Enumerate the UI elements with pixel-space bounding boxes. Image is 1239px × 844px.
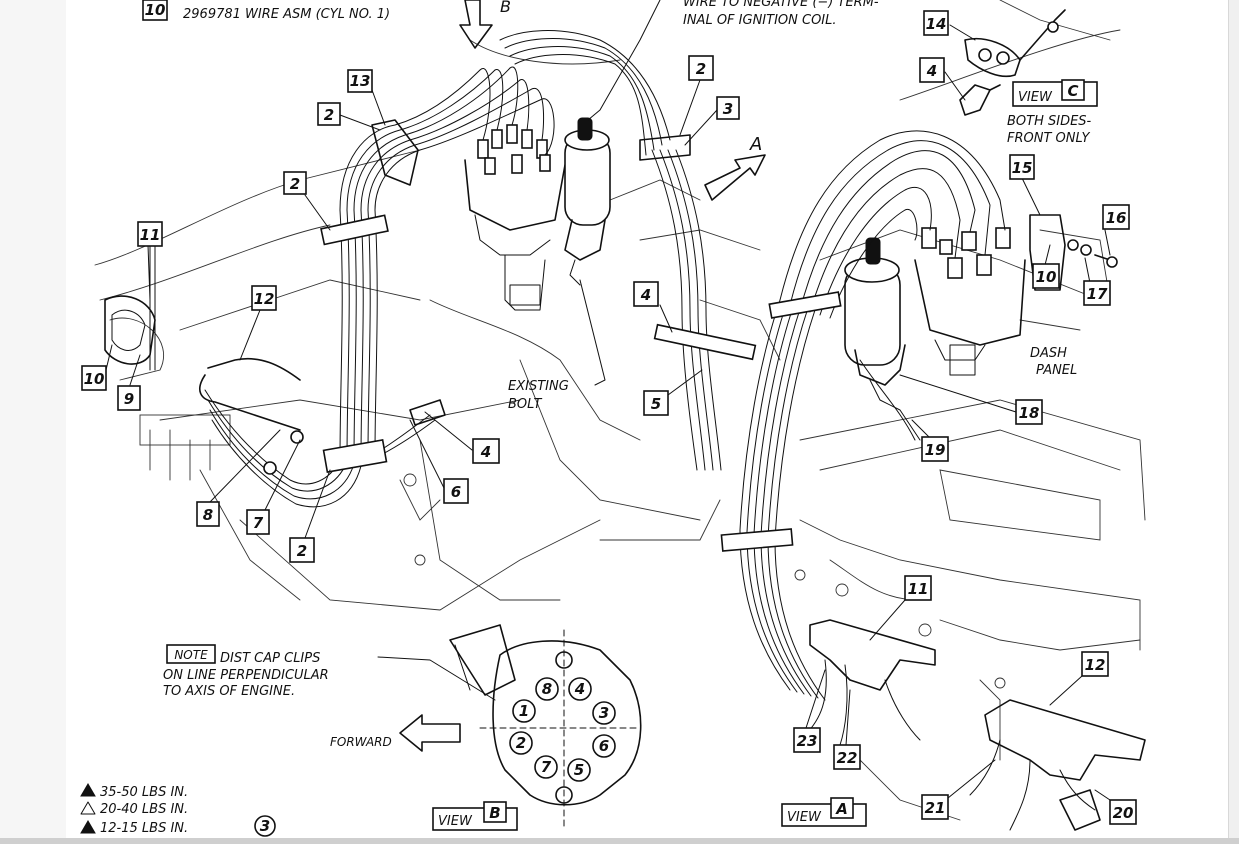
callout-4-c: 4 <box>926 62 937 80</box>
dist-cap-towers <box>477 124 551 175</box>
callout-16: 16 <box>1106 209 1127 227</box>
callout-15: 15 <box>1012 159 1033 177</box>
forward-arrow: FORWARD <box>330 714 461 752</box>
arrow-b-label: B <box>500 0 511 16</box>
callout-11-a: 11 <box>140 226 161 244</box>
coil-note-line-2: INAL OF IGNITION COIL. <box>683 13 837 28</box>
wire-asm-box: 10 <box>145 1 166 19</box>
left-ignition-coil <box>564 117 611 286</box>
callout-13-box <box>347 69 373 93</box>
callouts: 13 2 2 2 3 11 12 <box>81 10 1137 825</box>
callout-18: 18 <box>1019 404 1040 422</box>
existing-bolt-line-2: BOLT <box>508 397 543 412</box>
callout-2-d: 2 <box>297 542 307 560</box>
cyl-6: 6 <box>599 737 609 755</box>
view-c-letter: C <box>1067 82 1078 100</box>
forward-label: FORWARD <box>330 735 392 749</box>
right-distributor <box>914 227 1026 376</box>
callout-12-b: 12 <box>1085 656 1106 674</box>
coil-note-line-1: WIRE TO NEGATIVE (−) TERM- <box>683 0 879 10</box>
view-a-text: VIEW <box>787 810 822 825</box>
engine-outline-left <box>94 39 781 611</box>
torque-3-circle: 3 <box>260 817 270 835</box>
wire-asm-label: 2969781 WIRE ASM (CYL NO. 1) <box>183 7 390 22</box>
callout-11-b: 11 <box>908 580 929 598</box>
note-line-3: TO AXIS OF ENGINE. <box>163 684 295 699</box>
cyl-5: 5 <box>574 761 584 779</box>
cyl-3: 3 <box>599 704 609 722</box>
left-distributor <box>464 124 566 311</box>
callout-4-a: 4 <box>480 443 491 461</box>
bracket-detail <box>1029 214 1118 291</box>
note-line-2: ON LINE PERPENDICULAR <box>163 668 329 683</box>
dash-panel-label: DASH PANEL <box>1030 346 1077 378</box>
callout-10: 10 <box>84 370 105 388</box>
callout-2-a: 2 <box>324 106 334 124</box>
cyl-2: 2 <box>516 734 526 752</box>
callout-17: 17 <box>1087 285 1108 303</box>
cyl-1: 1 <box>519 702 529 720</box>
callout-4-b: 4 <box>640 286 651 304</box>
view-b-letter: B <box>489 804 500 822</box>
view-c-note-1: BOTH SIDES- <box>1007 114 1092 129</box>
cyl-8: 8 <box>542 680 552 698</box>
note-tag: NOTE <box>174 648 208 662</box>
view-b-label: VIEW B <box>432 801 518 831</box>
callout-9: 9 <box>124 390 134 408</box>
callout-2-b: 2 <box>290 175 300 193</box>
dash-panel-line-2: PANEL <box>1036 363 1077 378</box>
right-ignition-coil <box>844 237 921 441</box>
vertical-scrollbar[interactable] <box>1228 0 1239 840</box>
callout-22: 22 <box>837 749 858 767</box>
torque-3: 12-15 LBS IN. <box>100 821 188 836</box>
view-a-letter: A <box>835 800 848 818</box>
existing-bolt-line-1: EXISTING <box>508 379 569 394</box>
arrow-a-label: A <box>749 134 762 155</box>
view-c-label: VIEW C BOTH SIDES- FRONT ONLY <box>1007 79 1098 146</box>
callout-8: 8 <box>203 506 213 524</box>
torque-legend: 35-50 LBS IN. 20-40 LBS IN. 12-15 LBS IN… <box>80 783 276 837</box>
callout-12-a: 12 <box>254 290 275 308</box>
torque-2: 20-40 LBS IN. <box>100 802 188 817</box>
callout-23: 23 <box>797 732 818 750</box>
torque-1: 35-50 LBS IN. <box>100 785 188 800</box>
view-b-arrow: B <box>459 0 511 49</box>
callout-2-c: 2 <box>696 60 706 78</box>
firing-order-circles: 8 4 3 6 5 7 2 1 <box>509 677 616 782</box>
callout-7: 7 <box>253 514 264 532</box>
left-margin <box>0 0 66 840</box>
wire-asm-header: 10 2969781 WIRE ASM (CYL NO. 1) <box>142 0 390 22</box>
callout-13: 13 <box>350 72 371 90</box>
left-wire-harness <box>104 30 757 508</box>
dash-panel-line-1: DASH <box>1030 346 1067 361</box>
callout-10-b: 10 <box>1036 268 1057 286</box>
callout-3: 3 <box>723 100 733 118</box>
cyl-7: 7 <box>541 758 552 776</box>
view-b-distributor-cap: 8 4 3 6 5 7 2 1 <box>449 624 642 831</box>
callout-19: 19 <box>925 441 946 459</box>
callout-14: 14 <box>926 15 947 33</box>
view-a-label: VIEW A <box>781 797 867 827</box>
callout-6: 6 <box>451 483 461 501</box>
dist-cap-note: NOTE DIST CAP CLIPS ON LINE PERPENDICULA… <box>163 644 496 701</box>
coil-note: WIRE TO NEGATIVE (−) TERM- INAL OF IGNIT… <box>587 0 879 121</box>
view-c-text: VIEW <box>1018 90 1053 105</box>
existing-bolt-label: EXISTING BOLT <box>508 279 606 412</box>
view-c-detail <box>959 9 1066 116</box>
callout-5: 5 <box>651 395 661 413</box>
right-wire-harness <box>720 130 1146 831</box>
horizontal-scrollbar[interactable] <box>0 838 1239 844</box>
callout-21: 21 <box>925 799 946 817</box>
note-line-1: DIST CAP CLIPS <box>220 651 320 666</box>
callout-20: 20 <box>1113 804 1134 822</box>
view-b-text: VIEW <box>438 814 473 829</box>
cyl-4: 4 <box>574 680 585 698</box>
view-a-arrow: A <box>704 134 766 201</box>
view-c-note-2: FRONT ONLY <box>1007 131 1090 146</box>
